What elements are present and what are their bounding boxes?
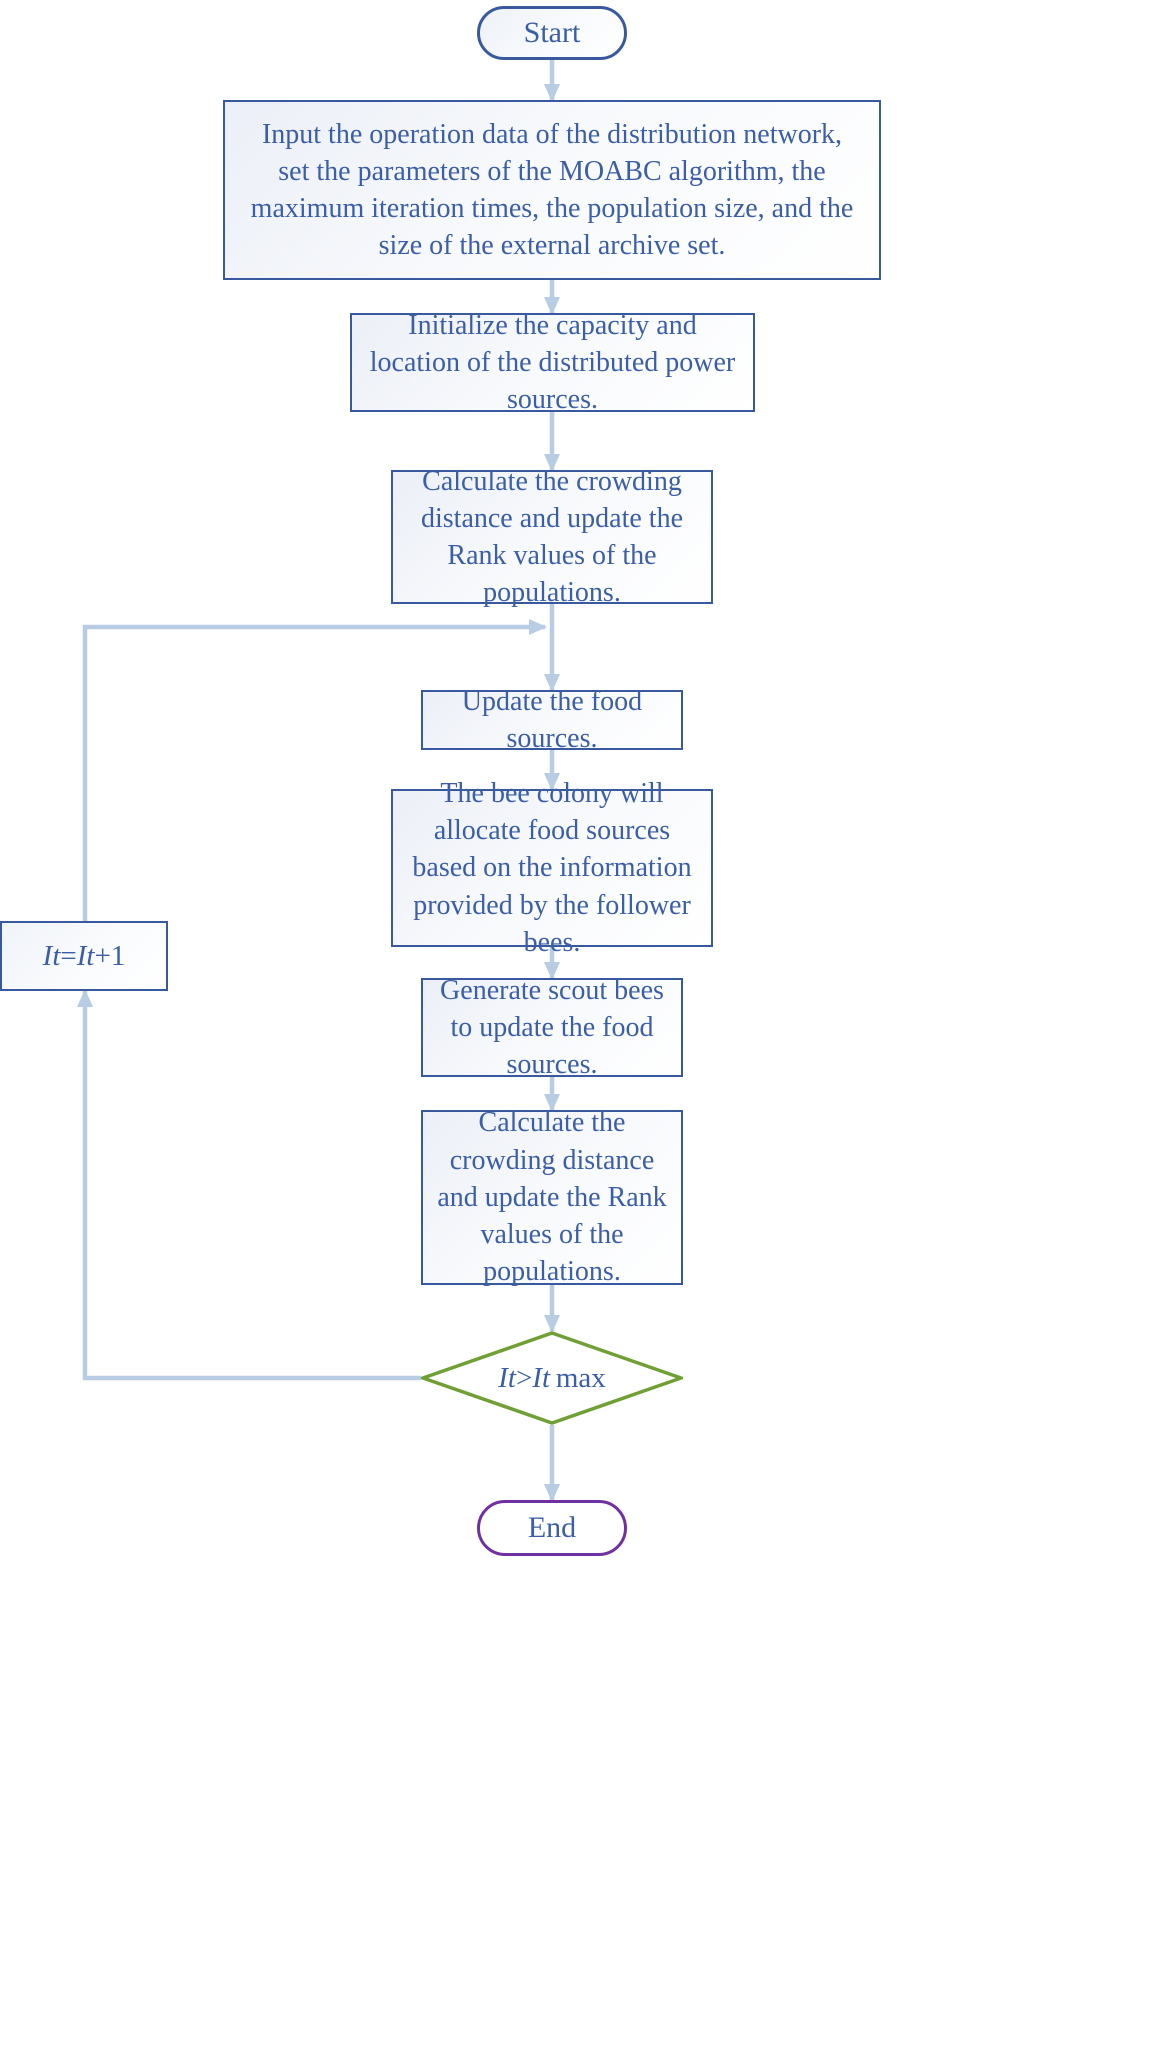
node-update-food-sources[interactable]: Update the food sources. — [421, 686, 683, 754]
edge-decision-to-iteration — [77, 989, 421, 1381]
node-generate-scout-bees-label: Generate scout bees to update the food s… — [440, 974, 664, 1081]
node-initialize-label: Initialize the capacity and location of … — [369, 309, 736, 416]
node-decision-iteration-limit[interactable]: It>It max — [421, 1331, 683, 1425]
node-start[interactable]: Start — [477, 6, 627, 60]
decision-diamond-shape — [421, 1331, 683, 1425]
node-calculate-rank-first-label: Calculate the crowding distance and upda… — [420, 465, 683, 609]
decision-var-right: It — [532, 1361, 551, 1394]
node-start-label: Start — [523, 16, 581, 49]
node-input-parameters[interactable]: Input the operation data of the distribu… — [223, 100, 881, 280]
node-generate-scout-bees[interactable]: Generate scout bees to update the food s… — [421, 975, 683, 1080]
node-iteration-counter[interactable]: It=It+1 — [0, 921, 168, 991]
iteration-equals: = — [60, 939, 77, 972]
iteration-increment: +1 — [94, 939, 126, 972]
decision-operator: > — [515, 1361, 533, 1394]
node-input-parameters-label: Input the operation data of the distribu… — [250, 118, 854, 262]
iteration-var-left: It — [42, 939, 61, 972]
node-bee-colony-allocate-label: The bee colony will allocate food source… — [412, 777, 692, 958]
node-iteration-counter-label: It=It+1 — [43, 940, 126, 973]
node-end-label: End — [527, 1511, 577, 1544]
node-end[interactable]: End — [477, 1500, 627, 1556]
decision-suffix: max — [555, 1361, 606, 1394]
node-update-food-sources-label: Update the food sources. — [461, 685, 643, 754]
node-calculate-rank-second-label: Calculate the crowding distance and upda… — [437, 1107, 667, 1288]
node-initialize[interactable]: Initialize the capacity and location of … — [350, 310, 755, 415]
node-calculate-rank-second[interactable]: Calculate the crowding distance and upda… — [421, 1107, 683, 1287]
node-calculate-rank-first[interactable]: Calculate the crowding distance and upda… — [391, 466, 713, 608]
iteration-var-right: It — [76, 939, 95, 972]
decision-var-left: It — [498, 1361, 516, 1394]
node-decision-label: It>It max — [498, 1362, 606, 1395]
node-bee-colony-allocate[interactable]: The bee colony will allocate food source… — [391, 778, 713, 958]
